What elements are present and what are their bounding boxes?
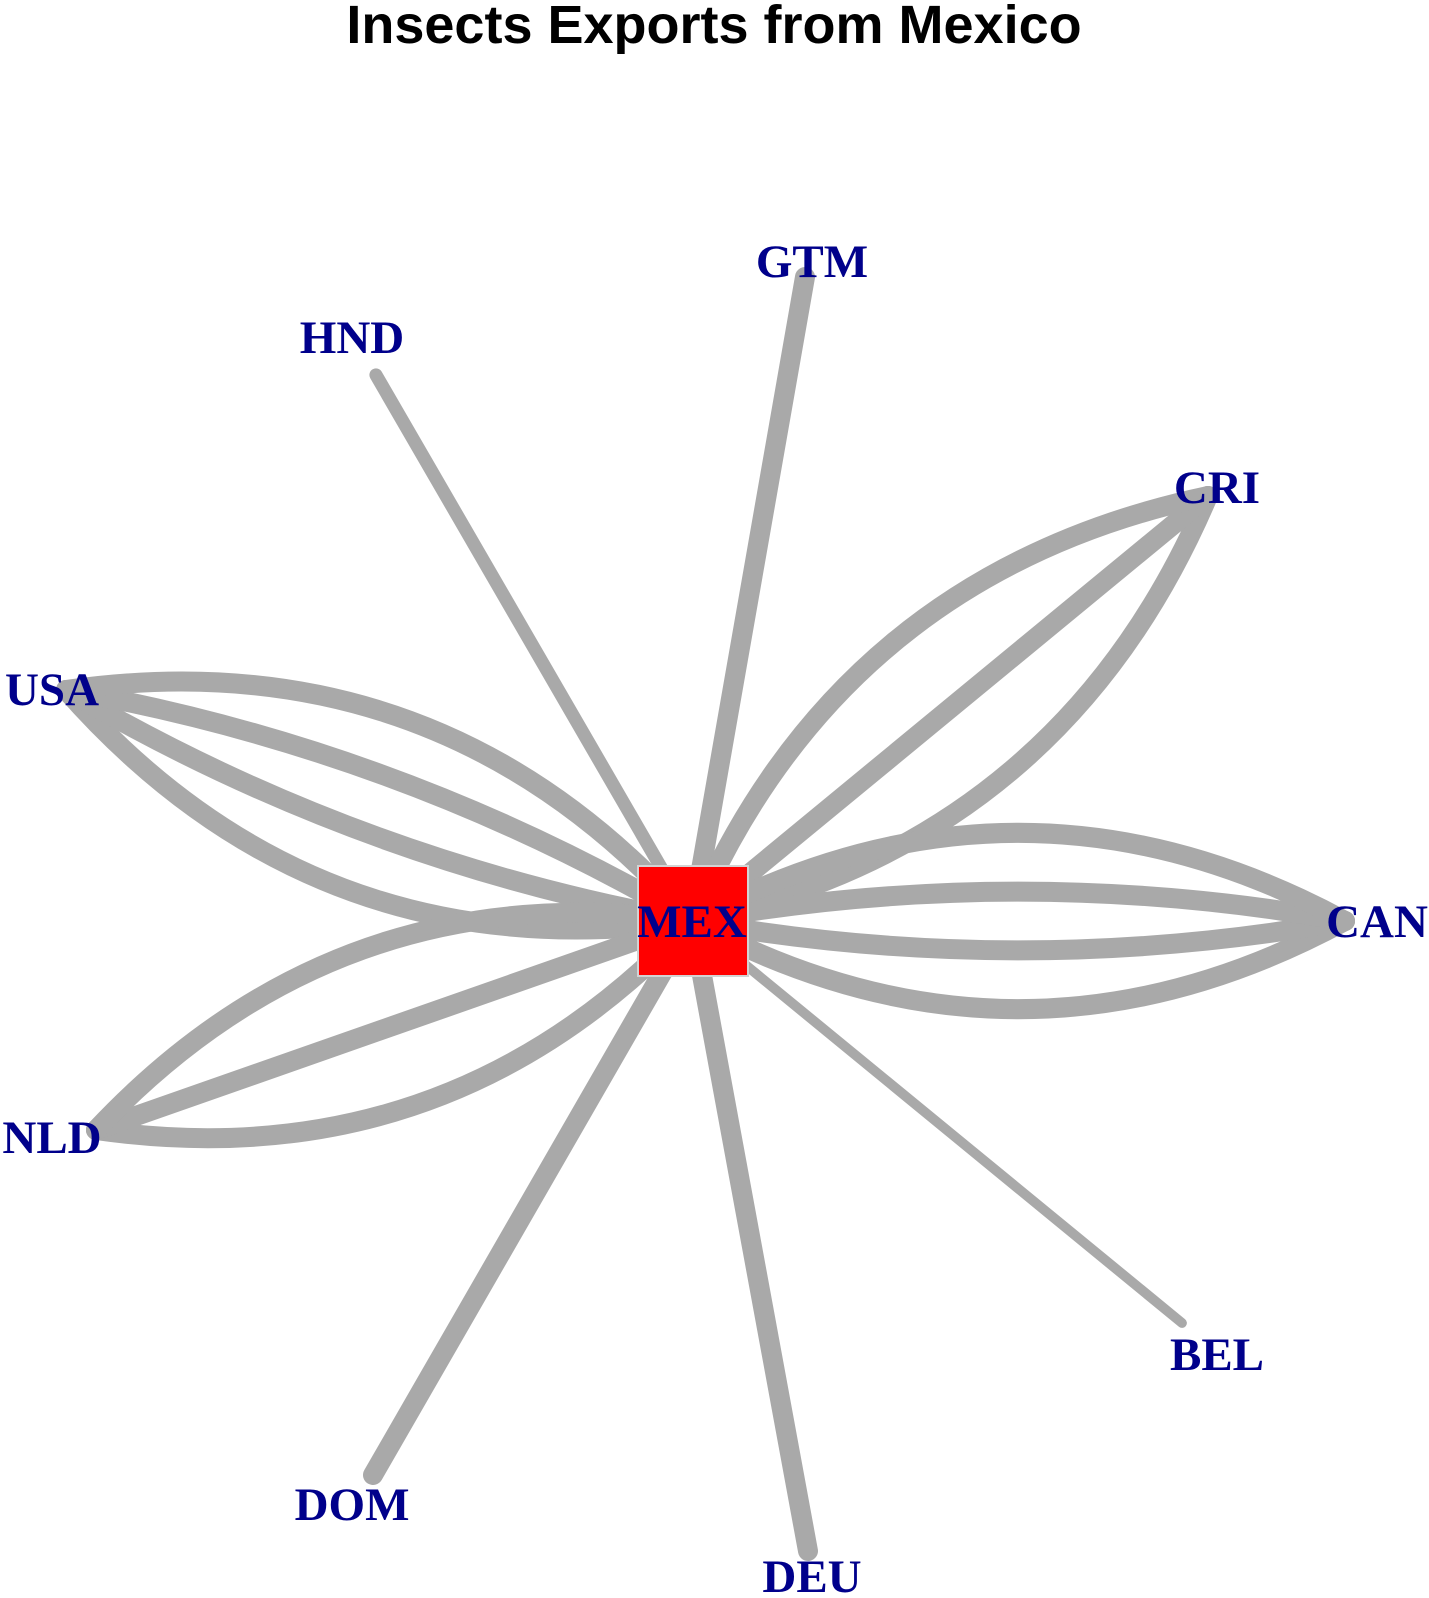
chart-title: Insects Exports from Mexico	[346, 0, 1081, 55]
edge-mex-can-3	[682, 881, 1355, 931]
edge-mex-gtm-1	[682, 267, 815, 931]
edge-mex-dom-1	[363, 911, 702, 1485]
edge-mex-nld-2	[86, 911, 702, 1140]
edge-mex-nld-3	[86, 902, 702, 1140]
node-label-usa: USA	[5, 664, 99, 716]
edge-mex-can-2	[682, 911, 1355, 961]
edge-mex-deu-1	[682, 911, 818, 1561]
center-node-label: MEX	[637, 896, 747, 948]
node-label-can: CAN	[1326, 896, 1428, 948]
edges-layer	[56, 267, 1355, 1561]
edge-mex-usa-1	[56, 680, 702, 940]
node-label-cri: CRI	[1174, 462, 1260, 514]
edge-mex-cri-2	[682, 486, 1218, 931]
node-label-bel: BEL	[1170, 1329, 1264, 1381]
center-node-mex	[637, 865, 749, 977]
node-label-nld: NLD	[2, 1112, 101, 1164]
edge-mex-usa-3	[56, 680, 702, 931]
edge-mex-usa-2	[56, 680, 702, 931]
node-label-hnd: HND	[300, 312, 404, 364]
edge-mex-can-4	[682, 822, 1355, 931]
edge-mex-hnd-1	[369, 368, 699, 928]
node-label-deu: DEU	[762, 1551, 861, 1598]
node-label-dom: DOM	[295, 1479, 410, 1531]
node-label-gtm: GTM	[756, 236, 868, 288]
labels-layer: GTM HND CRI USA CAN NLD BEL DOM DEU	[2, 236, 1428, 1598]
edge-mex-bel-1	[687, 916, 1187, 1328]
edge-mex-nld-1	[86, 911, 702, 1149]
edge-mex-cri-1	[682, 486, 1218, 931]
edge-mex-cri-3	[682, 486, 1218, 931]
edge-mex-usa-4	[56, 671, 702, 931]
edge-mex-can-1	[682, 911, 1355, 1020]
